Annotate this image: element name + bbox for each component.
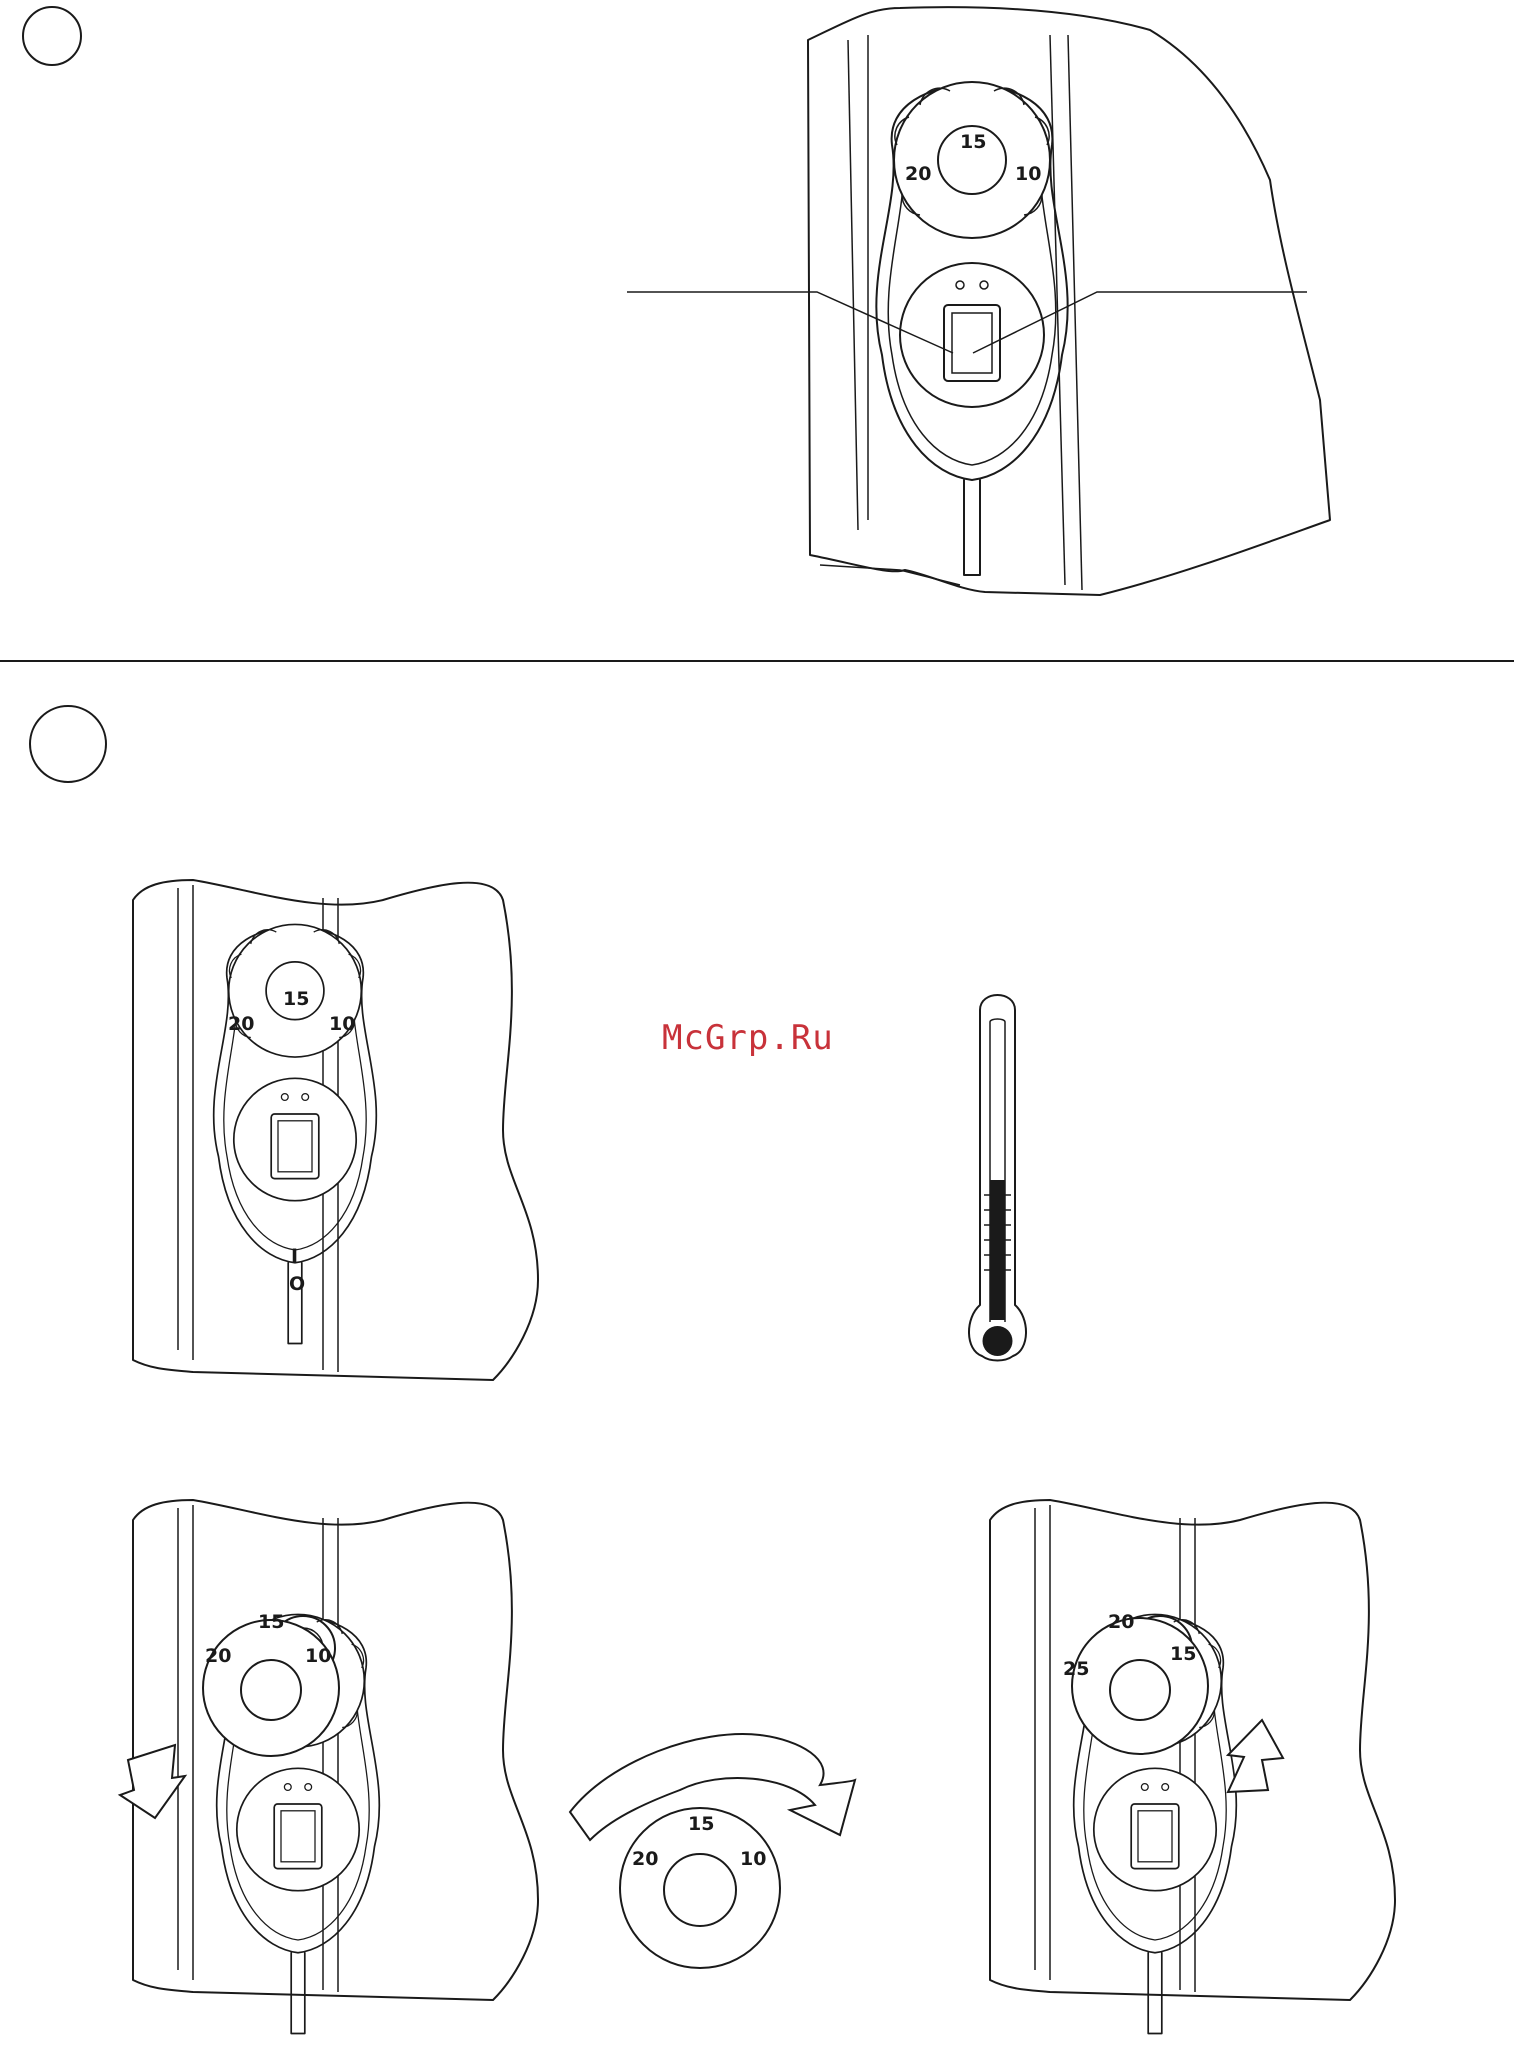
dial-top-label: 15 <box>258 1611 284 1633</box>
switch-on-mark: I <box>291 1245 298 1267</box>
dial-alt-label: 25 <box>1063 1658 1089 1680</box>
dial-left-label: 20 <box>205 1645 231 1667</box>
dial-right-label: 10 <box>1015 163 1041 185</box>
down-arrow-icon <box>120 1745 185 1818</box>
dial-right-label: 10 <box>740 1848 766 1870</box>
heater-panel-knob-refitted: 20 25 15 <box>990 1500 1395 2034</box>
dial-knob-standalone: 15 20 10 <box>620 1808 780 1968</box>
heater-top-illustration: 15 20 10 <box>627 7 1330 595</box>
dial-left-label: 20 <box>905 163 931 185</box>
dial-top-label: 15 <box>283 988 309 1010</box>
switch-off-mark: O <box>289 1273 305 1295</box>
dial-right-label: 10 <box>305 1645 331 1667</box>
dial-right-label: 10 <box>329 1013 355 1035</box>
thermometer-icon <box>969 995 1026 1361</box>
heater-panel-initial: 15 20 10 I O <box>133 880 538 1380</box>
up-arrow-icon <box>1228 1720 1283 1792</box>
heater-panel-knob-removed: 15 20 10 <box>133 1500 538 2034</box>
dial-left-label: 20 <box>228 1013 254 1035</box>
dial-left-label: 20 <box>632 1848 658 1870</box>
step-circle-icon <box>30 706 106 782</box>
dial-top-label: 15 <box>1170 1643 1196 1665</box>
dial-top-label: 15 <box>960 131 986 153</box>
dial-left-label: 20 <box>1108 1611 1134 1633</box>
watermark: McGrp.Ru <box>662 1018 834 1058</box>
dial-top-label: 15 <box>688 1813 714 1835</box>
step-circle-icon <box>23 7 81 65</box>
